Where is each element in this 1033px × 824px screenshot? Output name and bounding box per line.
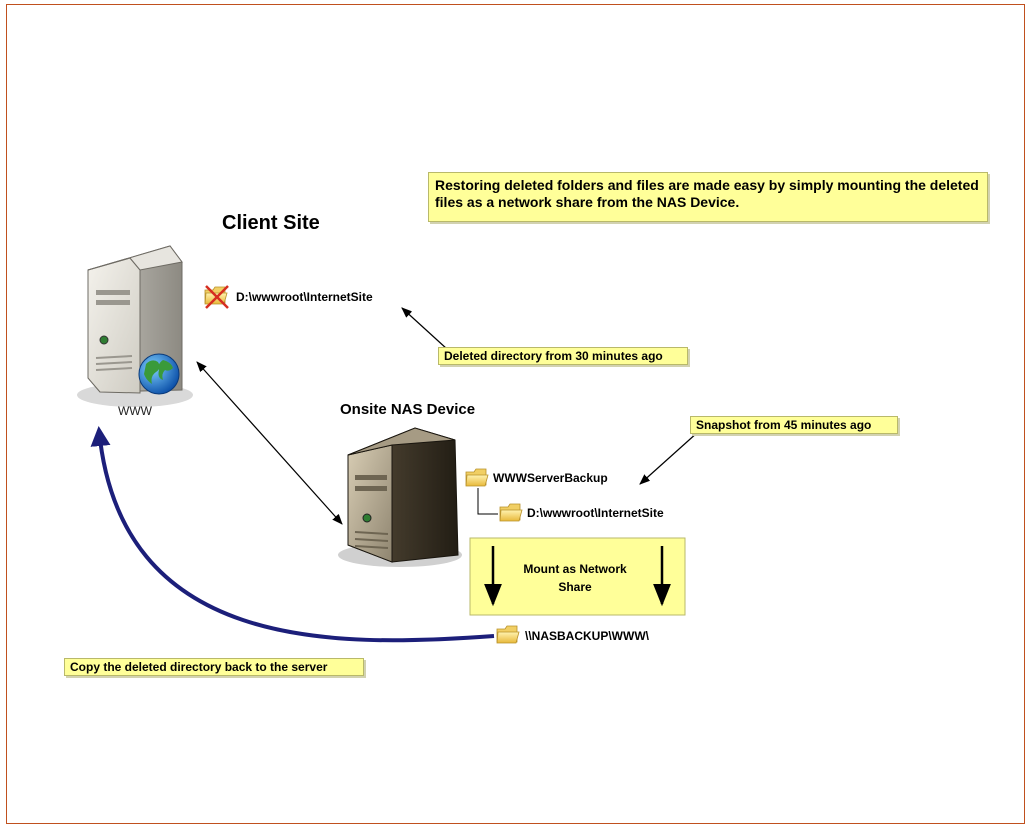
folder-icon xyxy=(499,503,523,522)
nas-title: Onsite NAS Device xyxy=(340,401,476,418)
nas-server-icon xyxy=(338,427,462,567)
mount-label: Mount as Network Share xyxy=(523,562,627,594)
diagram-canvas: Restoring deleted folders and files are … xyxy=(6,4,1025,824)
connection-arrow xyxy=(196,361,343,525)
copy-note: Copy the deleted directory back to the s… xyxy=(64,658,364,676)
globe-icon xyxy=(138,353,180,395)
backup-folder-label: WWWServerBackup xyxy=(493,471,608,485)
snapshot-callout-arrow xyxy=(639,431,699,485)
info-note-text: Restoring deleted folders and files are … xyxy=(435,177,979,210)
folder-icon xyxy=(465,468,489,487)
backup-subfolder-label: D:\wwwroot\InternetSite xyxy=(527,506,664,520)
folder-icon xyxy=(496,625,520,644)
client-site-title: Client Site xyxy=(222,212,320,234)
server-label: WWW xyxy=(118,404,152,418)
deleted-note-text: Deleted directory from 30 minutes ago xyxy=(444,349,663,363)
copy-note-text: Copy the deleted directory back to the s… xyxy=(70,660,328,674)
deleted-folder-icon xyxy=(204,285,229,309)
snapshot-note: Snapshot from 45 minutes ago xyxy=(690,416,898,434)
share-path-label: \\NASBACKUP\WWW\ xyxy=(525,629,649,643)
deleted-path-label: D:\wwwroot\InternetSite xyxy=(236,290,373,304)
deleted-callout-arrow xyxy=(401,307,448,350)
diagram-graphics xyxy=(77,245,699,644)
snapshot-note-text: Snapshot from 45 minutes ago xyxy=(696,418,872,432)
mount-box xyxy=(469,537,686,616)
copy-back-arrow xyxy=(90,426,495,643)
info-note: Restoring deleted folders and files are … xyxy=(428,172,988,222)
deleted-note: Deleted directory from 30 minutes ago xyxy=(438,347,688,365)
tree-connector xyxy=(477,488,498,515)
